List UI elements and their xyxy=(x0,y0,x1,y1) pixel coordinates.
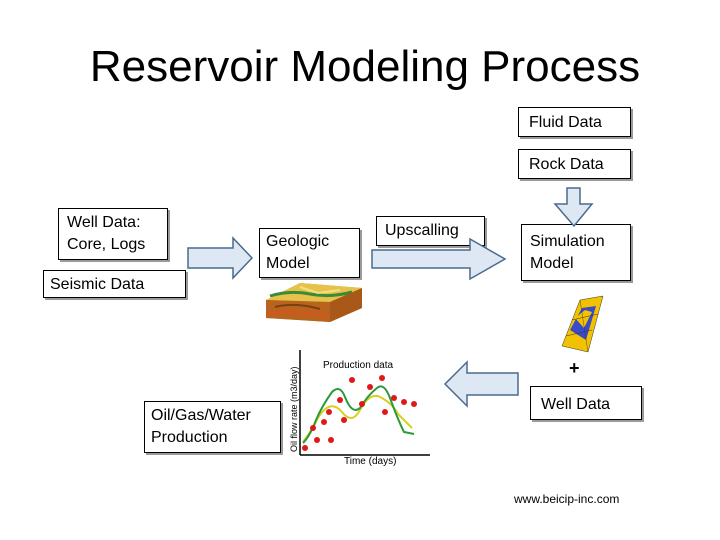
simulated-curve xyxy=(302,385,415,444)
seismic-data-box: Seismic Data xyxy=(43,270,186,298)
production-chart: Production data Time (days) Oil flow rat… xyxy=(289,350,430,467)
well-data-box: Well Data xyxy=(530,386,642,420)
plus-symbol: + xyxy=(569,358,580,378)
chart-title: Production data xyxy=(323,360,393,371)
chart-ylabel: Oil flow rate (m3/day) xyxy=(289,366,299,452)
arrow-right-1 xyxy=(187,236,254,280)
arrow-down xyxy=(553,187,594,228)
arrow-right-2 xyxy=(371,237,507,281)
fluid-data-box: Fluid Data xyxy=(518,107,631,137)
observed-curve xyxy=(302,394,413,443)
chart-xlabel: Time (days) xyxy=(344,456,396,467)
oil-gas-water-production-box: Oil/Gas/Water Production xyxy=(144,401,281,453)
credit-text: www.beicip-inc.com xyxy=(514,492,620,506)
geologic-model-box: Geologic Model xyxy=(259,228,360,278)
simulation-model-box: Simulation Model xyxy=(521,224,631,281)
well-data-core-logs-box: Well Data: Core, Logs xyxy=(58,208,168,260)
data-points xyxy=(302,375,417,451)
page-title: Reservoir Modeling Process xyxy=(89,42,641,91)
upscalling-box: Upscalling xyxy=(376,216,485,246)
geologic-model-image xyxy=(266,283,362,322)
simulation-grid-image xyxy=(561,295,604,353)
rock-data-box: Rock Data xyxy=(518,149,631,179)
arrow-left xyxy=(443,360,519,408)
